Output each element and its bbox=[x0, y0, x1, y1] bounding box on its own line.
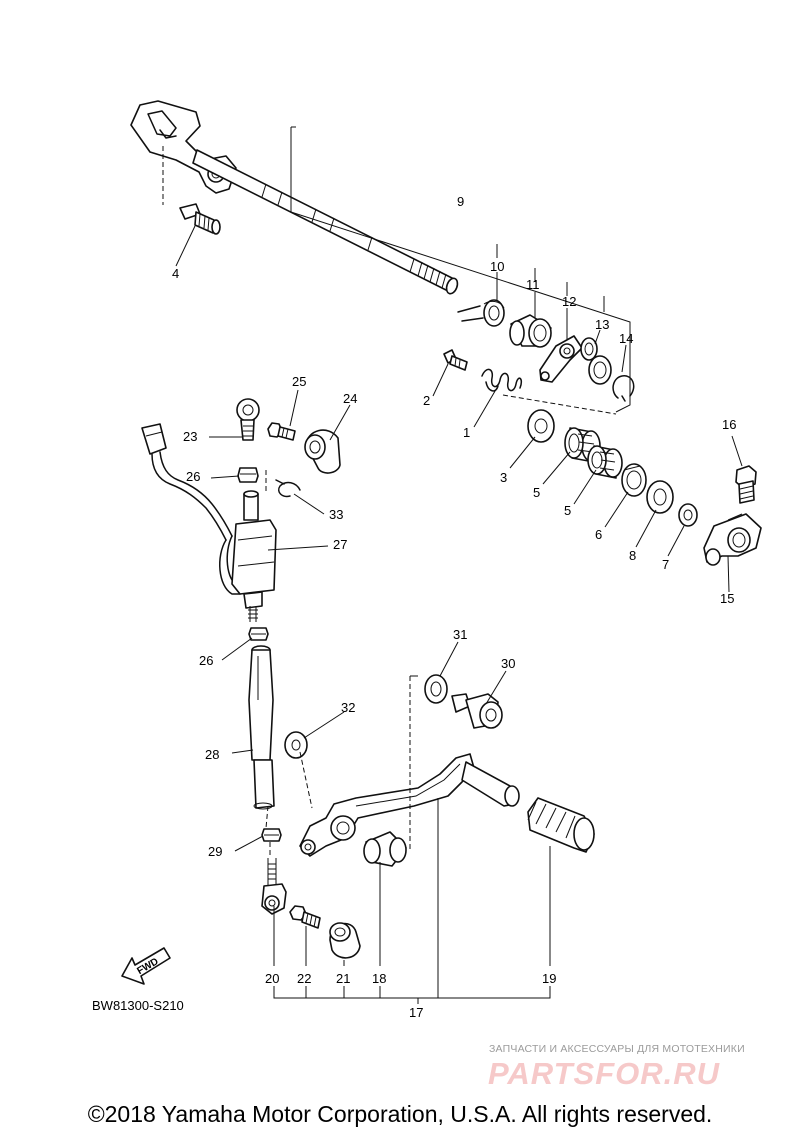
shift-arm-15 bbox=[703, 513, 762, 566]
callout-32: 32 bbox=[341, 700, 355, 715]
collar-11 bbox=[509, 314, 552, 348]
bolt-4 bbox=[162, 146, 221, 235]
callouts: 9 10 11 12 13 14 4 2 1 3 5 5 6 8 7 16 15… bbox=[172, 194, 736, 1020]
callout-15: 15 bbox=[720, 591, 734, 606]
bearing-5b bbox=[587, 445, 623, 479]
fwd-label: FWD bbox=[135, 956, 160, 977]
watermark-logo: PARTSFOR.RU bbox=[488, 1056, 721, 1091]
rod-end-20 bbox=[261, 858, 287, 915]
callout-5b: 5 bbox=[564, 503, 571, 518]
oil-seal-6 bbox=[621, 463, 647, 497]
callout-33: 33 bbox=[329, 507, 343, 522]
watermark-subtitle: ЗАПЧАСТИ И АКСЕССУАРЫ ДЛЯ МОТОТЕХНИКИ bbox=[489, 1043, 745, 1055]
stopper-lever-12 bbox=[539, 335, 583, 383]
nut-26-lower bbox=[248, 627, 269, 641]
nut-29 bbox=[261, 828, 282, 842]
spring-1 bbox=[481, 368, 523, 392]
shift-pedal-17 bbox=[299, 753, 520, 857]
callout-18: 18 bbox=[372, 971, 386, 986]
callout-19: 19 bbox=[542, 971, 556, 986]
shift-shaft bbox=[130, 100, 459, 295]
shift-rod-28 bbox=[248, 645, 275, 810]
washer-8 bbox=[646, 480, 674, 514]
washer-31 bbox=[424, 674, 448, 704]
callout-27: 27 bbox=[333, 537, 347, 552]
washer-13 bbox=[588, 355, 612, 385]
callout-17: 17 bbox=[409, 1005, 423, 1020]
collar-13 bbox=[580, 337, 598, 361]
callout-4: 4 bbox=[172, 266, 179, 281]
callout-24: 24 bbox=[343, 391, 357, 406]
callout-8: 8 bbox=[629, 548, 636, 563]
bolt-25 bbox=[267, 422, 296, 441]
bolt-2 bbox=[443, 349, 468, 371]
circlip-14 bbox=[612, 375, 635, 402]
washer-3 bbox=[527, 409, 555, 443]
callout-2: 2 bbox=[423, 393, 430, 408]
callout-23: 23 bbox=[183, 429, 197, 444]
callout-31: 31 bbox=[453, 627, 467, 642]
callout-5a: 5 bbox=[533, 485, 540, 500]
callout-26-upper: 26 bbox=[186, 469, 200, 484]
bolt-16 bbox=[735, 465, 757, 504]
callout-14: 14 bbox=[619, 331, 633, 346]
callout-3: 3 bbox=[500, 470, 507, 485]
clip-33 bbox=[275, 479, 301, 498]
callout-28: 28 bbox=[205, 747, 219, 762]
boot-21 bbox=[329, 922, 361, 959]
rod-end-23 bbox=[236, 398, 260, 441]
bearing-5a bbox=[564, 427, 601, 463]
callout-1: 1 bbox=[463, 425, 470, 440]
copyright-notice: ©2018 Yamaha Motor Corporation, U.S.A. A… bbox=[87, 1101, 713, 1127]
callout-30: 30 bbox=[501, 656, 515, 671]
shift-sensor-27 bbox=[231, 490, 277, 622]
pedal-rubber-19 bbox=[527, 797, 595, 853]
callout-7: 7 bbox=[662, 557, 669, 572]
diagram-reference-code: BW81300-S210 bbox=[92, 998, 184, 1013]
leader-lines bbox=[175, 126, 743, 1004]
callout-26-lower: 26 bbox=[199, 653, 213, 668]
callout-11: 11 bbox=[526, 277, 540, 292]
pivot-bolt-30 bbox=[451, 693, 503, 729]
circlip-7 bbox=[678, 503, 698, 527]
callout-12: 12 bbox=[562, 294, 576, 309]
callout-25: 25 bbox=[292, 374, 306, 389]
callout-21: 21 bbox=[336, 971, 350, 986]
callout-16: 16 bbox=[722, 417, 736, 432]
boot-24 bbox=[304, 429, 341, 474]
spring-10 bbox=[457, 299, 505, 327]
nut-26-upper bbox=[237, 467, 259, 483]
callout-10: 10 bbox=[490, 259, 504, 274]
washer-32 bbox=[284, 731, 308, 759]
bolt-22 bbox=[289, 905, 321, 929]
sensor-harness bbox=[141, 423, 241, 595]
callout-22: 22 bbox=[297, 971, 311, 986]
callout-29: 29 bbox=[208, 844, 222, 859]
callout-6: 6 bbox=[595, 527, 602, 542]
fwd-arrow: FWD bbox=[121, 947, 171, 985]
callout-9: 9 bbox=[457, 194, 464, 209]
callout-20: 20 bbox=[265, 971, 279, 986]
collar-18 bbox=[363, 831, 407, 867]
callout-13: 13 bbox=[595, 317, 609, 332]
